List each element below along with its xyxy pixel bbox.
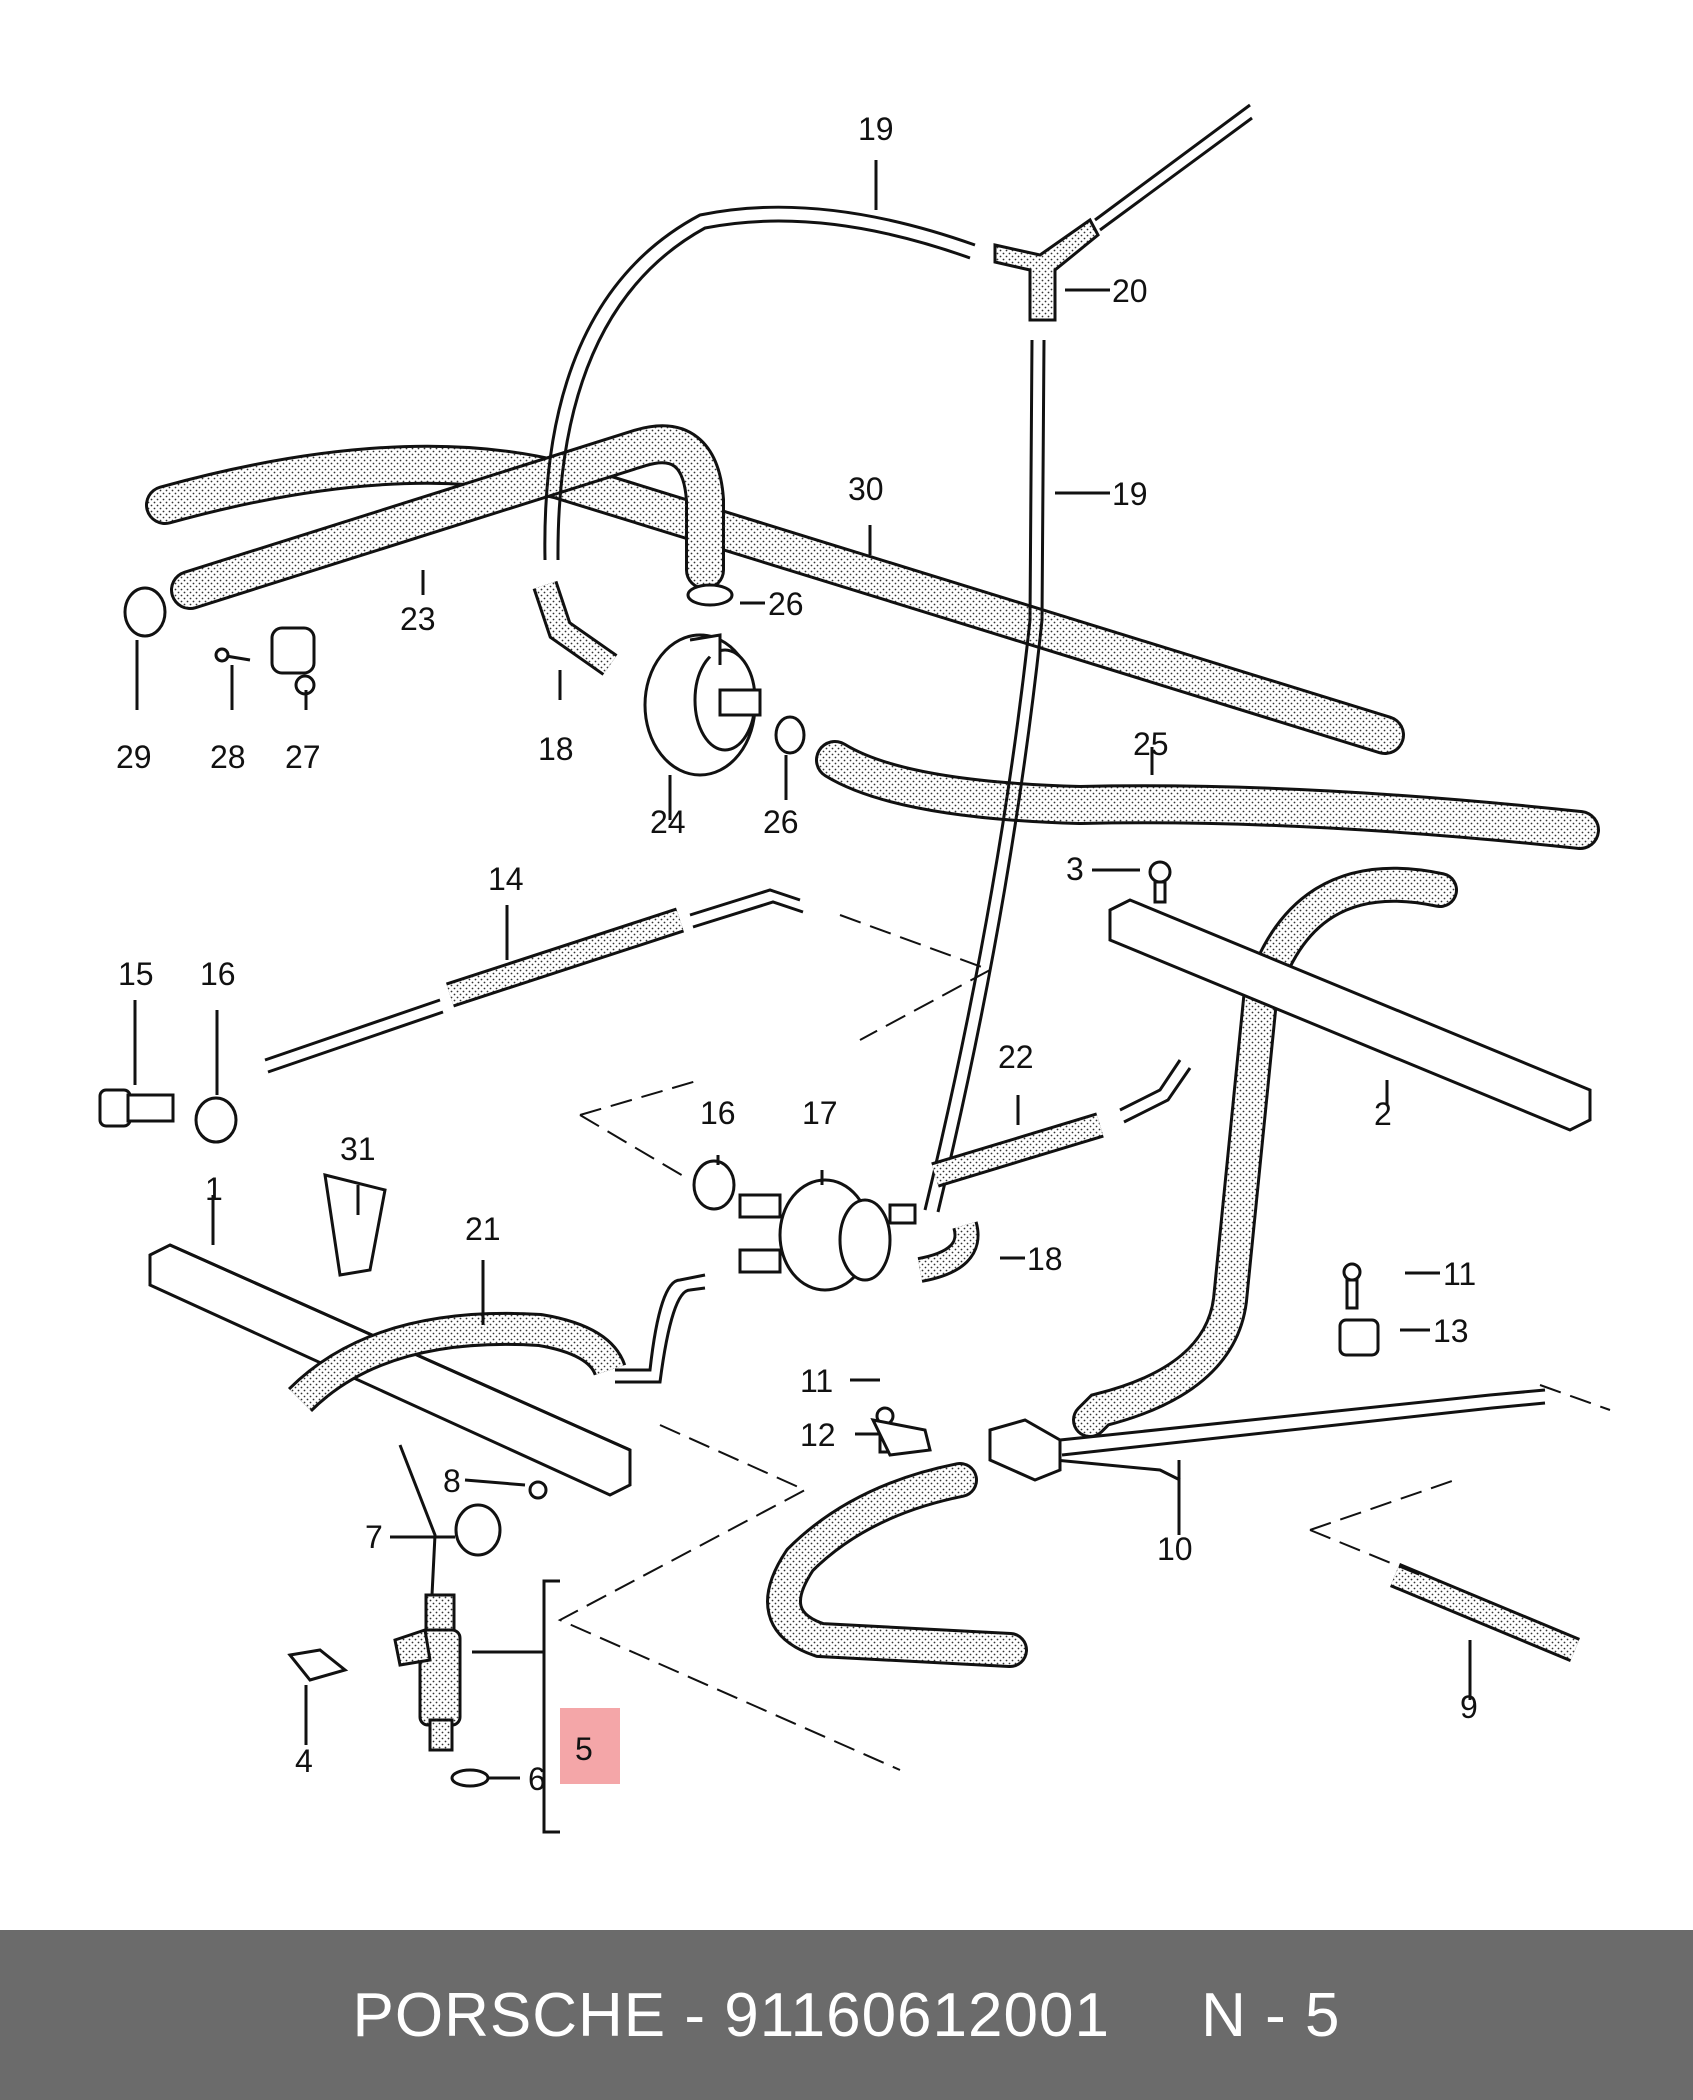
- callout-2: 2: [1374, 1096, 1392, 1132]
- callout-16-mid: 16: [700, 1095, 736, 1131]
- callout-12: 12: [800, 1417, 836, 1453]
- line-21-steel: [615, 1273, 706, 1384]
- callout-11-right: 11: [1443, 1256, 1476, 1292]
- fuel-line-14: [264, 888, 804, 1074]
- callout-28: 28: [210, 739, 246, 775]
- hose-21: [290, 1314, 624, 1411]
- callout-19-top: 19: [858, 111, 894, 147]
- callout-5: 5: [575, 1731, 593, 1767]
- guide-lines: [557, 914, 1611, 1771]
- callout-6: 6: [528, 1761, 546, 1797]
- callout-20: 20: [1112, 273, 1148, 309]
- callout-24: 24: [650, 804, 686, 840]
- callout-8: 8: [443, 1463, 461, 1499]
- callout-13: 13: [1433, 1313, 1469, 1349]
- callout-16-left: 16: [200, 956, 236, 992]
- callout-26-bottom: 26: [763, 804, 799, 840]
- injector-5: [393, 1593, 462, 1752]
- clamps: [123, 583, 806, 755]
- line-22-steel: [1119, 1059, 1192, 1124]
- footer-part-number: PORSCHE - 91160612001 N - 5: [352, 1980, 1341, 2050]
- callout-11-mid: 11: [800, 1363, 833, 1399]
- fuel-rail-2: [1108, 898, 1592, 1132]
- footer-bar: PORSCHE - 91160612001 N - 5: [0, 1930, 1693, 2100]
- callout-7: 7: [365, 1519, 383, 1555]
- callout-1: 1: [205, 1171, 223, 1207]
- hose-22: [932, 1115, 1103, 1185]
- callout-30: 30: [848, 471, 884, 507]
- parts-diagram: 19 20 19 30 23 26 29 28 27 18 24 26 25 3…: [98, 103, 1611, 1834]
- hose-return: [769, 869, 1455, 1665]
- callout-31: 31: [340, 1131, 376, 1167]
- pressure-regulator-17: [738, 1178, 917, 1292]
- t-block-10: [988, 1418, 1062, 1482]
- callout-4: 4: [295, 1743, 313, 1779]
- callout-25: 25: [1133, 726, 1169, 762]
- callout-10: 10: [1157, 1531, 1193, 1567]
- callout-21: 21: [465, 1211, 501, 1247]
- hose-18-outline: [532, 580, 980, 1283]
- callout-22: 22: [998, 1039, 1034, 1075]
- leader-lines: [133, 160, 1472, 1834]
- callout-26-top: 26: [768, 586, 804, 622]
- callout-23: 23: [400, 601, 436, 637]
- hose-18: [535, 581, 977, 1280]
- t-piece-20: [993, 217, 1100, 322]
- hose-9: [1391, 1565, 1579, 1660]
- callout-27: 27: [285, 739, 321, 775]
- fuel-rail-1: [148, 1243, 632, 1497]
- callout-labels: 19 20 19 30 23 26 29 28 27 18 24 26 25 3…: [116, 111, 1478, 1797]
- callout-19-mid: 19: [1112, 476, 1148, 512]
- callout-29: 29: [116, 739, 152, 775]
- callout-3: 3: [1066, 851, 1084, 887]
- fittings: [98, 860, 1380, 1788]
- hose-23: [173, 427, 722, 607]
- callout-9: 9: [1460, 1689, 1478, 1725]
- hose-25: [818, 743, 1597, 847]
- pressure-regulator-24: [643, 633, 762, 777]
- line-10: [1054, 1388, 1546, 1482]
- callout-18-top: 18: [538, 731, 574, 767]
- callout-18-right: 18: [1027, 1241, 1063, 1277]
- callout-17: 17: [802, 1095, 838, 1131]
- callout-14: 14: [488, 861, 524, 897]
- fuel-line-14-braid: [446, 910, 684, 1005]
- highlight-box-part-5: [560, 1708, 620, 1784]
- callout-15: 15: [118, 956, 154, 992]
- vacuum-line-19: [543, 103, 1253, 1213]
